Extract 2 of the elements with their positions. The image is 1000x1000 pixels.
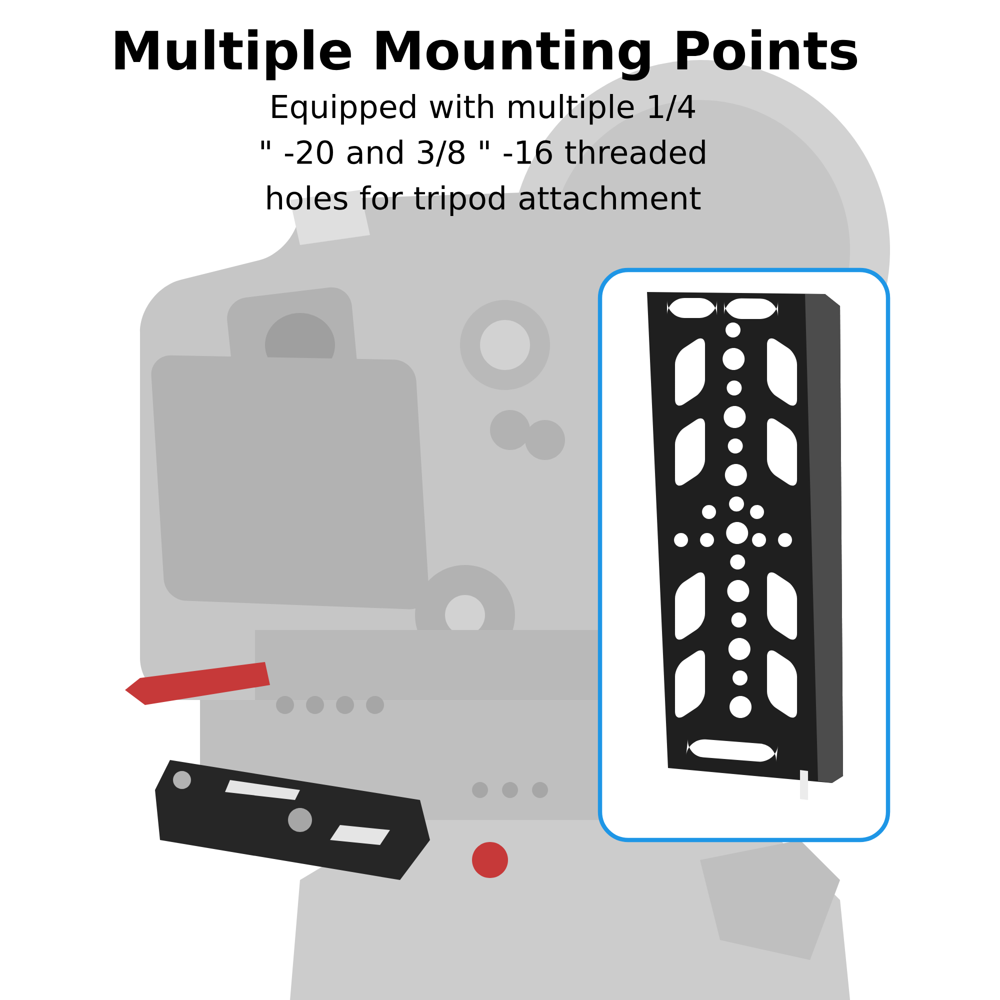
subtitle: Equipped with multiple 1/4 " -20 and 3/8 " -16 threaded holes for tripod attachment xyxy=(261,94,705,216)
title: Multiple Mounting Points xyxy=(115,29,858,81)
